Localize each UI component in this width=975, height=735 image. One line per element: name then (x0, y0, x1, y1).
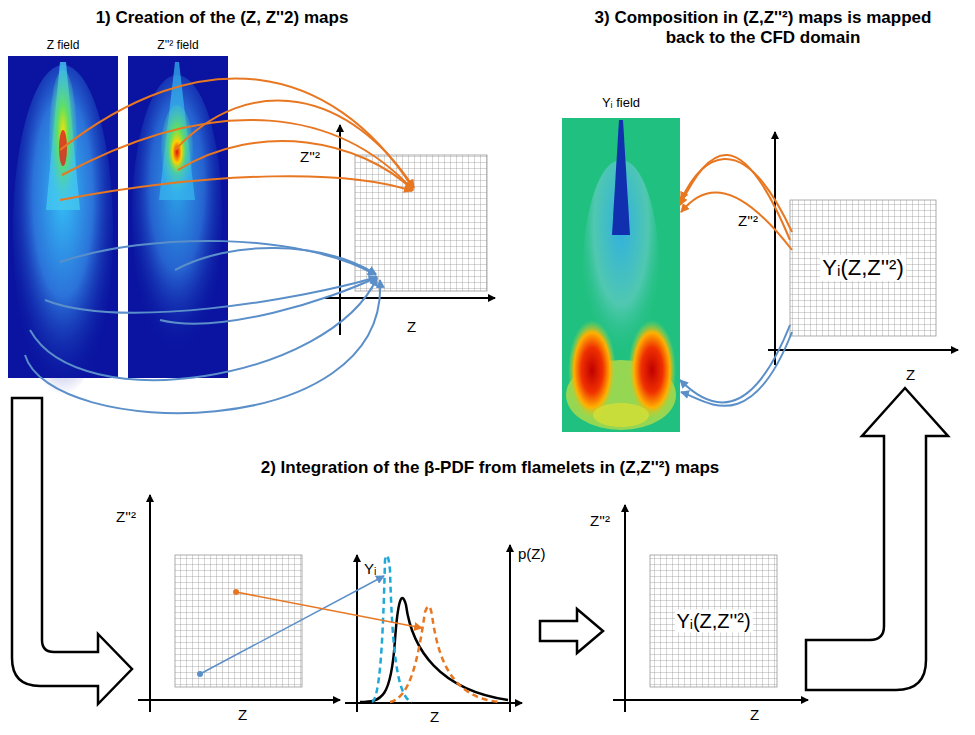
field-image: Z field (8, 36, 118, 378)
pdf-curve (390, 606, 500, 702)
axis-label: Z (750, 706, 759, 723)
z-variance-field-image (128, 56, 228, 378)
field-label: Z''² field (128, 36, 228, 54)
section-title: 1) Creation of the (Z, Z''2) maps (96, 8, 349, 28)
flow-arrow (12, 398, 132, 704)
axis-label: Z''² (300, 148, 320, 165)
map-grid (355, 155, 487, 291)
flow-arrow (806, 388, 948, 690)
map-label: Yᵢ(Z,Z''²) (820, 255, 906, 281)
section-title: 3) Composition in (Z,Z''²) maps is mappe… (578, 8, 948, 47)
field-label: Z field (8, 36, 118, 54)
axis-label: Z (906, 366, 915, 383)
map-grid: Yᵢ(Z,Z''²) (790, 200, 936, 336)
section-title: 2) Integration of the β-PDF from flamele… (261, 458, 720, 478)
species-field-image (562, 118, 680, 432)
map-label: Yᵢ(Z,Z''²) (674, 610, 752, 633)
axis-label: Z''² (590, 512, 610, 529)
axis-label: Z''² (116, 508, 136, 525)
orange-map-arrows (60, 78, 414, 200)
axis-label: Z (238, 706, 247, 723)
axis-label: Z (430, 708, 439, 725)
field-image: Yᵢ field (562, 94, 680, 432)
blue-map-arrows (25, 241, 380, 413)
axis-label: Z (407, 318, 416, 335)
field-image: Z''² field (128, 36, 228, 378)
mapping-arrow (680, 155, 790, 240)
flow-arrow (540, 609, 603, 653)
axis-label: Z''² (738, 212, 758, 229)
map-grid: Yᵢ(Z,Z''²) (650, 555, 777, 687)
pdf-curve (372, 556, 412, 702)
mapping-arrow (680, 325, 790, 402)
axis-label: p(Z) (518, 545, 546, 562)
axis-label: Yᵢ (364, 560, 376, 577)
field-label: Yᵢ field (562, 94, 680, 112)
